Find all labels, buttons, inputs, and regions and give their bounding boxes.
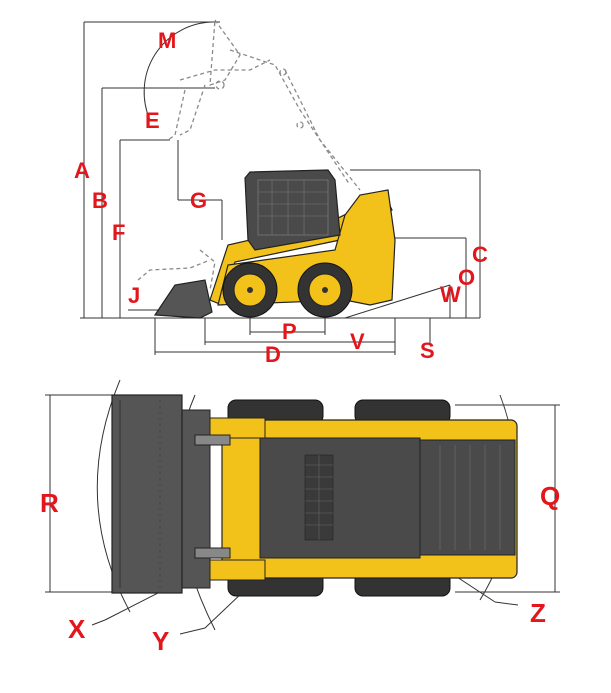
bucket-top: [111, 394, 183, 594]
dump-angle-arc: [143, 21, 213, 121]
cab: [244, 169, 341, 251]
label-G: G: [190, 188, 207, 213]
front-wheel: [222, 262, 278, 318]
skid-steer-side: [153, 169, 396, 319]
engine-cover-slats: [439, 445, 501, 550]
cab-roof: [259, 437, 421, 559]
roof-vents: [304, 454, 334, 541]
tilt-cylinder-left: [194, 434, 231, 446]
top-view: R Q X Y Z: [40, 379, 560, 656]
arm-right: [204, 559, 266, 581]
label-Y: Y: [152, 626, 169, 656]
side-view: M E A B F G C O W J P V D S: [74, 18, 488, 367]
cab-grille: [257, 179, 329, 236]
label-P: P: [282, 319, 297, 344]
label-C: C: [472, 242, 488, 267]
label-R: R: [40, 488, 59, 518]
label-Z: Z: [530, 598, 546, 628]
label-E: E: [145, 108, 160, 133]
label-X: X: [68, 614, 86, 644]
label-F: F: [112, 220, 125, 245]
label-D: D: [265, 342, 281, 367]
label-M: M: [158, 28, 176, 53]
horizontal-dimension-lines: [128, 140, 451, 355]
label-O: O: [458, 265, 475, 290]
label-V: V: [350, 329, 365, 354]
tilt-cylinder-right: [194, 547, 231, 559]
raised-bucket-ghost: [167, 18, 361, 191]
label-W: W: [440, 282, 461, 307]
label-B: B: [92, 188, 108, 213]
label-S: S: [420, 338, 435, 363]
dump-bucket-ghost: [137, 249, 216, 291]
label-J: J: [128, 283, 140, 308]
bucket: [153, 279, 213, 319]
rear-wheel: [297, 262, 353, 318]
label-A: A: [74, 158, 90, 183]
label-Q: Q: [540, 481, 560, 511]
vertical-dimension-lines: [83, 21, 481, 345]
engine-cover: [419, 439, 516, 556]
